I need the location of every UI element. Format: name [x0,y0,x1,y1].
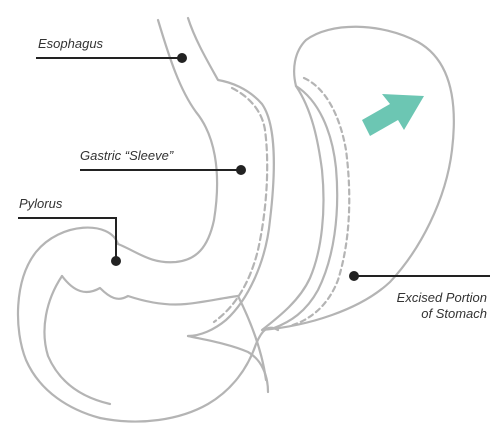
duodenum-inner-lower [44,276,110,404]
label-gastric-sleeve: Gastric “Sleeve” [80,148,173,164]
duodenum-inner [62,276,238,305]
excised-inner-edge [274,86,337,328]
label-esophagus: Esophagus [38,36,103,52]
esophagus-dot [177,53,187,63]
duodenum-lower-curve [100,328,278,422]
sleeve-left-wall [118,20,217,262]
staple-line [214,88,267,322]
sleeve-dot [236,165,246,175]
label-excised-line1: Excised Portion [372,290,487,306]
sleeve-right-wall [188,18,274,336]
label-excised-portion: Excised Portion of Stomach [372,290,487,322]
arrow-icon [362,94,424,136]
duodenum-upper [18,228,118,418]
label-excised-line2: of Stomach [372,306,487,322]
pylorus-dot [111,256,121,266]
excised-dot [349,271,359,281]
pylorus-leader [18,218,116,260]
label-pylorus: Pylorus [19,196,62,212]
excised-outer [262,27,454,330]
